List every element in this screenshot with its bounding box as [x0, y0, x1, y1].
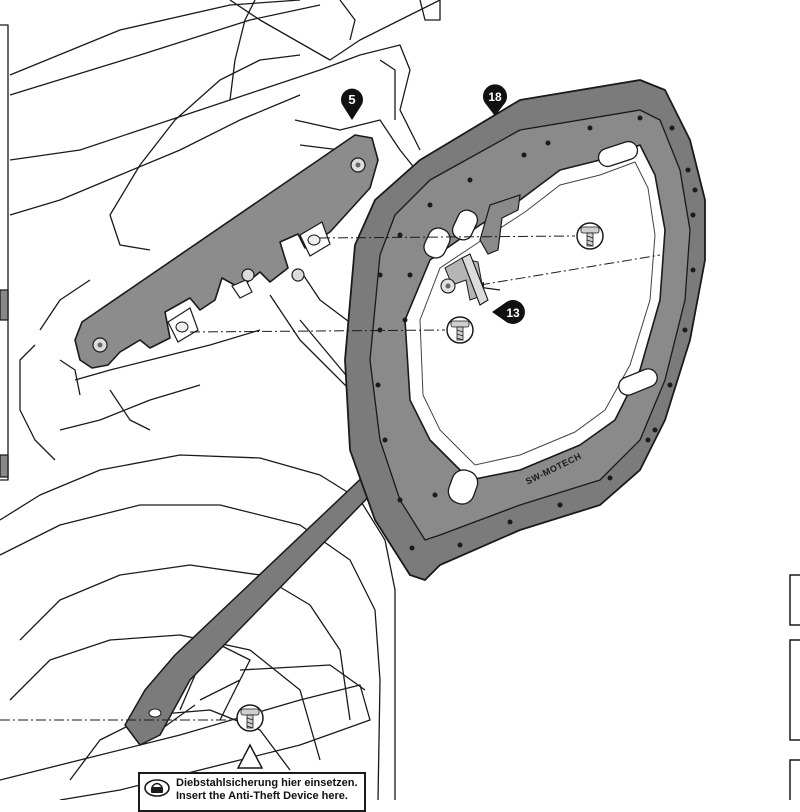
warning-triangle-icon — [236, 743, 264, 769]
lock-icon — [144, 779, 170, 797]
screw-icon-2 — [446, 316, 474, 344]
callout-marker-5: 5 — [341, 88, 363, 120]
side-carrier-frame: SW-MOTECH — [124, 79, 706, 746]
screw-icon-1 — [576, 222, 604, 250]
mounting-bracket — [74, 134, 379, 369]
callout-marker-18: 18 — [483, 84, 507, 116]
motorcycle-outline — [0, 0, 441, 800]
notice-line-english: Insert the Anti-Theft Device here. — [176, 790, 348, 802]
assembly-guide-lines — [0, 235, 661, 721]
callout-label-13: 13 — [506, 306, 520, 320]
adjacent-panel-edges — [789, 574, 800, 800]
anti-theft-notice: Diebstahlsicherung hier einsetzen. Inser… — [138, 772, 366, 812]
notice-text: Diebstahlsicherung hier einsetzen. Inser… — [176, 777, 358, 803]
callout-label-5: 5 — [348, 92, 355, 107]
notice-line-german: Diebstahlsicherung hier einsetzen. — [176, 777, 358, 789]
clip-part — [461, 253, 489, 306]
callout-marker-13: 13 — [492, 300, 525, 324]
screw-icon-3 — [236, 704, 264, 732]
callout-label-18: 18 — [488, 90, 502, 104]
